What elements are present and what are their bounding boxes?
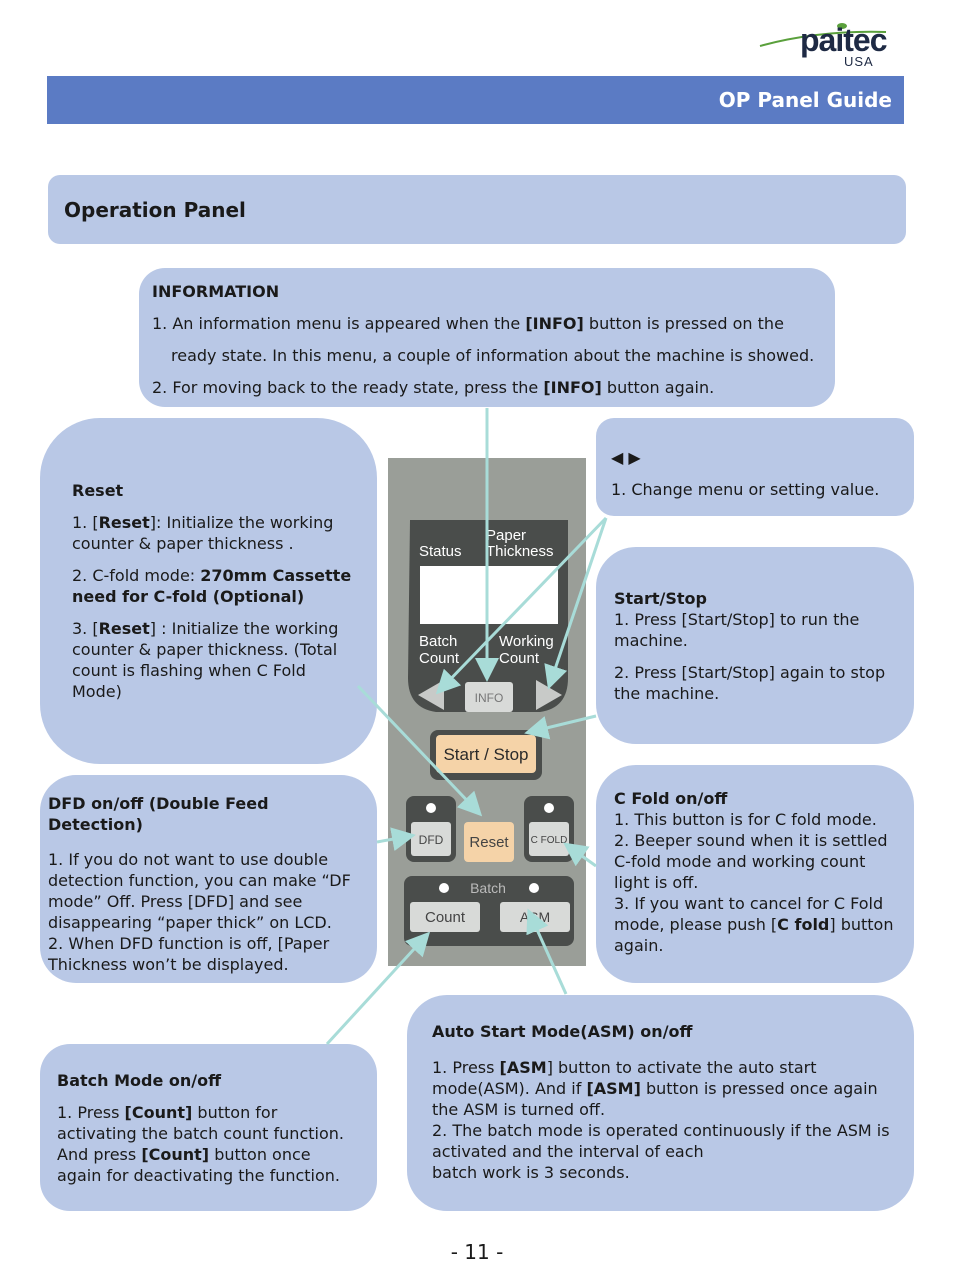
page-number: - 11 -: [450, 1240, 504, 1264]
info-line3: 2. For moving back to the ready state, p…: [152, 378, 715, 397]
arrow-keys-title: ◀ ▶: [611, 448, 641, 467]
reset-callout: Reset 1. [Reset]: Initialize the working…: [40, 418, 377, 764]
header-bar: OP Panel Guide: [47, 76, 904, 124]
reset-p3: 3. [Reset] : Initialize the working coun…: [72, 619, 339, 701]
operation-panel-image: Status Paper Thickness Batch Count Worki…: [388, 458, 586, 966]
cfold-button-label: C FOLD: [531, 835, 568, 846]
info-line1: 1. An information menu is appeared when …: [152, 314, 784, 333]
batch-p: 1. Press [Count] button for activating t…: [57, 1103, 344, 1185]
logo-sub: USA: [844, 54, 874, 69]
reset-p2: 2. C-fold mode: 270mm Cassette need for …: [72, 566, 352, 606]
cfold-led: [544, 803, 554, 813]
section-title: Operation Panel: [64, 198, 246, 222]
logo-word: paitec: [800, 22, 887, 58]
info-button-label: INFO: [475, 691, 504, 705]
info-line2: ready state. In this menu, a couple of i…: [171, 346, 815, 365]
lcd-count2-label: Count: [499, 650, 540, 667]
dfd-callout: DFD on/off (Double Feed Detection) 1. If…: [40, 775, 377, 983]
cfold-p3: 3. If you want to cancel for C Fold mode…: [614, 894, 894, 955]
startstop-button-label: Start / Stop: [443, 745, 528, 764]
reset-button: [464, 822, 514, 862]
dfd-p1: 1. If you do not want to use double dete…: [48, 850, 351, 932]
asm-p3: batch work is 3 seconds.: [432, 1163, 630, 1182]
asm-callout: Auto Start Mode(ASM) on/off 1. Press [AS…: [407, 995, 914, 1211]
asm-p2: 2. The batch mode is operated continuous…: [432, 1121, 890, 1161]
startstop-p1: 1. Press [Start/Stop] to run the machine…: [614, 610, 860, 650]
info-title: INFORMATION: [152, 282, 280, 301]
paitec-logo: paitec USA: [758, 20, 898, 72]
reset-p1: 1. [Reset]: Initialize the working count…: [72, 513, 334, 553]
batch-group-label: Batch: [470, 880, 506, 896]
lcd-thickness-label: Thickness: [486, 543, 554, 560]
cfold-button: [529, 822, 569, 856]
reset-button-label: Reset: [469, 834, 509, 851]
lcd-batch-label: Batch: [419, 633, 457, 650]
startstop-p2: 2. Press [Start/Stop] again to stop the …: [614, 663, 886, 703]
info-callout: INFORMATION 1. An information menu is ap…: [139, 268, 835, 407]
startstop-callout: Start/Stop 1. Press [Start/Stop] to run …: [596, 547, 914, 744]
lcd-working-label: Working: [499, 633, 554, 650]
dfd-led: [426, 803, 436, 813]
logo-swoosh-icon: [759, 23, 887, 47]
count-button: [410, 902, 480, 932]
startstop-title: Start/Stop: [614, 589, 707, 608]
header-title: OP Panel Guide: [718, 88, 892, 112]
lcd-count1-label: Count: [419, 650, 460, 667]
batch-led-left: [439, 883, 449, 893]
dfd-button: [411, 822, 451, 856]
cfold-p2: 2. Beeper sound when it is settled C-fol…: [614, 831, 888, 892]
section-box: Operation Panel: [48, 175, 906, 244]
lcd-status-label: Status: [419, 543, 462, 560]
cfold-title: C Fold on/off: [614, 789, 728, 808]
asm-p1: 1. Press [ASM] button to activate the au…: [432, 1058, 878, 1119]
arrows-callout: ◀ ▶ 1. Change menu or setting value.: [596, 418, 914, 516]
reset-title: Reset: [72, 481, 124, 500]
batch-title: Batch Mode on/off: [57, 1071, 222, 1090]
cfold-p1: 1. This button is for C fold mode.: [614, 810, 877, 829]
asm-button-label: ASM: [520, 909, 550, 925]
batch-callout: Batch Mode on/off 1. Press [Count] butto…: [40, 1044, 377, 1211]
lcd-screen: [420, 566, 558, 624]
asm-title: Auto Start Mode(ASM) on/off: [432, 1022, 693, 1041]
dfd-p2: 2. When DFD function is off, [Paper Thic…: [48, 934, 330, 974]
arrows-line1: 1. Change menu or setting value.: [611, 480, 880, 499]
dfd-title: DFD on/off (Double Feed Detection): [48, 794, 269, 834]
count-button-label: Count: [425, 909, 466, 926]
cfold-callout: C Fold on/off 1. This button is for C fo…: [596, 765, 914, 983]
lcd-paper-label: Paper: [486, 527, 526, 544]
dfd-button-label: DFD: [419, 833, 444, 847]
batch-led-right: [529, 883, 539, 893]
